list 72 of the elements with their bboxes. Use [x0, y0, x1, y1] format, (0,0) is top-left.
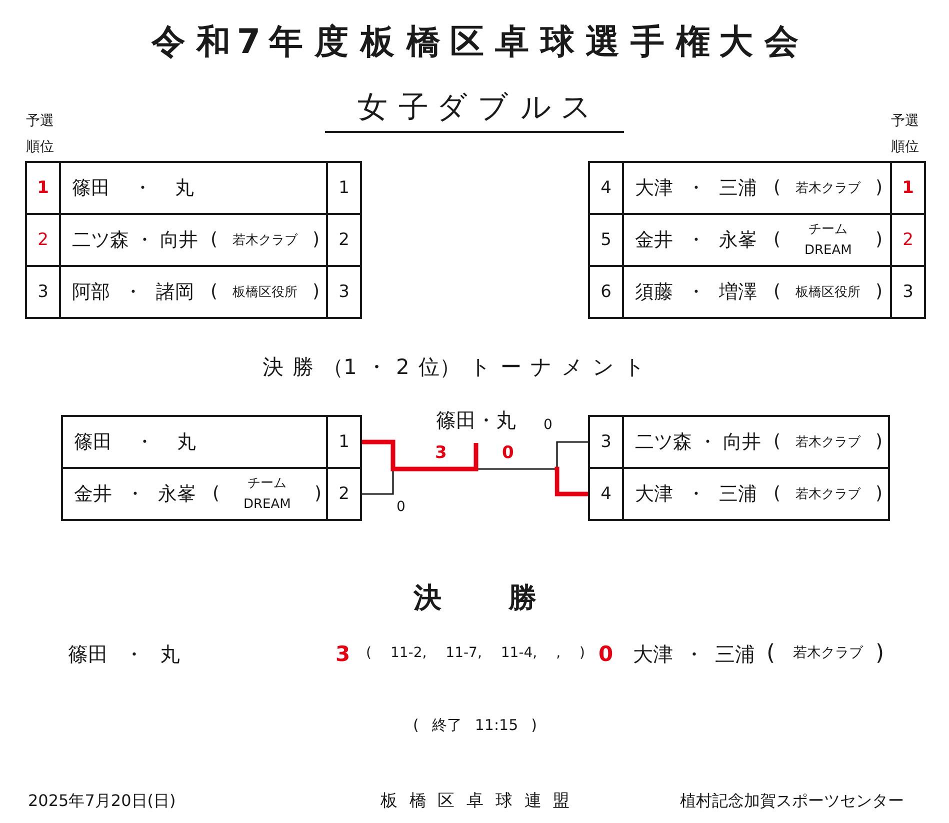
parenthesis: (: [774, 177, 781, 199]
player-names: 大津 ・ 三浦: [633, 642, 755, 666]
match-score: 3: [435, 442, 447, 464]
parenthesis: (: [774, 431, 781, 453]
parenthesis: ): [876, 483, 883, 505]
parenthesis: (: [774, 483, 781, 505]
parenthesis: ): [876, 177, 883, 199]
entry-number: 6: [590, 267, 624, 317]
team-row: [61, 467, 362, 521]
date: 2025年7月20日(日): [28, 791, 176, 811]
table-row: [25, 265, 362, 319]
parenthesis: ): [876, 640, 884, 668]
club-name: 若木クラブ: [793, 645, 863, 662]
player-names: 二ツ森 ・ 向井: [635, 430, 762, 454]
parenthesis: (: [210, 229, 218, 251]
parenthesis: (: [774, 229, 781, 251]
club-name: チーム DREAM: [804, 221, 852, 260]
table-row: [588, 213, 926, 267]
venue-name: 植村記念加賀スポーツセンター: [680, 791, 904, 811]
player-names: 大津 ・ 三浦: [635, 176, 757, 200]
player-names: 阿部 ・ 諸岡: [72, 280, 194, 304]
player-names: 篠田 ・ 丸: [72, 176, 194, 200]
player-names: 二ツ森 ・ 向井: [72, 228, 198, 252]
bracket-line: [362, 440, 478, 472]
player-names: 篠田 ・ 丸: [68, 642, 180, 666]
player-names: 須藤 ・ 増澤: [635, 280, 757, 304]
player-names: 金井 ・ 永峯: [74, 482, 196, 506]
team-row: [588, 415, 890, 469]
parenthesis: ): [876, 431, 883, 453]
table-row: [588, 161, 926, 215]
club-name: 若木クラブ: [796, 180, 860, 198]
entry-number: 3: [326, 267, 360, 317]
rank-number: 3: [890, 267, 924, 317]
end-time: ( 終了 11:15 ): [413, 716, 537, 734]
player-names: 篠田 ・ 丸: [74, 430, 196, 454]
parenthesis: ): [314, 483, 322, 505]
game-scores: ( 11-2, 11-7, 11-4, , ): [366, 645, 585, 662]
match-score: 3: [336, 641, 350, 668]
column-heading: 予選順位: [891, 112, 920, 157]
parenthesis: ): [876, 281, 883, 303]
winner-name: 篠田・丸: [436, 406, 516, 443]
team-row: [588, 467, 890, 521]
match-score: 0: [502, 442, 514, 464]
club-name: 板橋区役所: [796, 284, 860, 302]
parenthesis: ): [312, 229, 320, 251]
table-row: [25, 213, 362, 267]
column-heading: 予選順位: [26, 112, 55, 157]
organizer-name: 板橋区卓球連盟: [380, 790, 570, 812]
seed-number: 2: [326, 469, 360, 519]
section-heading: 決勝: [414, 580, 536, 614]
club-name: 板橋区役所: [232, 284, 298, 302]
parenthesis: ): [312, 281, 320, 303]
player-names: 大津 ・ 三浦: [635, 482, 757, 506]
player-names: 金井 ・ 永峯: [635, 228, 757, 252]
parenthesis: (: [766, 640, 776, 668]
parenthesis: (: [212, 483, 220, 505]
parenthesis: ): [876, 229, 883, 251]
club-name: 若木クラブ: [796, 486, 860, 504]
rank-number: 3: [27, 267, 61, 317]
club-name: 若木クラブ: [232, 232, 298, 250]
table-row: [25, 161, 362, 215]
bracket-line: [554, 464, 588, 496]
club-name: 若木クラブ: [796, 434, 860, 452]
match-score: 0: [598, 641, 614, 668]
section-heading: 決 勝 （1 ・ 2 位） ト ー ナ メ ン ト: [262, 354, 646, 380]
table-row: [588, 265, 926, 319]
team-row: [61, 415, 362, 469]
parenthesis: (: [210, 281, 218, 303]
seed-number: 4: [590, 469, 624, 519]
club-name: チーム DREAM: [244, 475, 291, 514]
parenthesis: (: [774, 281, 781, 303]
subtitle: 女子ダブルス: [325, 86, 624, 133]
